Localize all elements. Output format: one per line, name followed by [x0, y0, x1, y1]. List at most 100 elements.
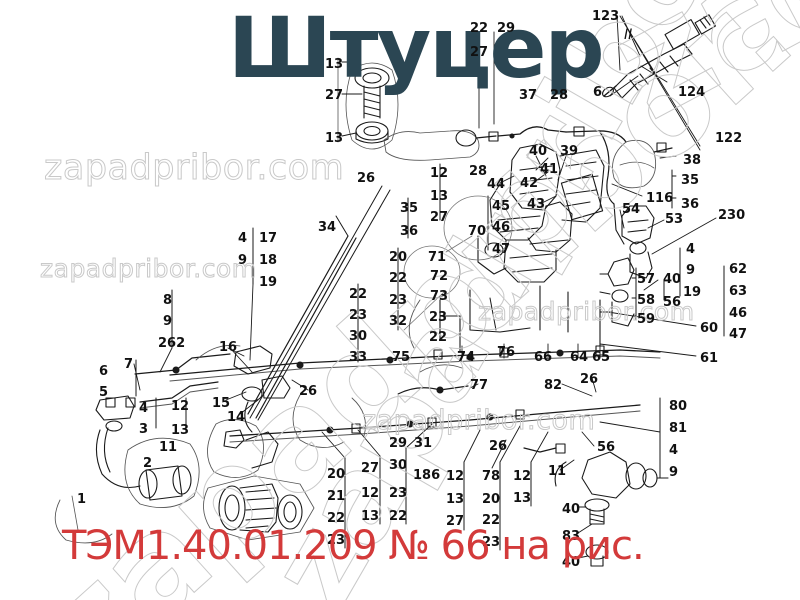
callout-number: 17: [259, 231, 278, 246]
callout-number: 45: [492, 199, 511, 214]
callout-number: 4: [669, 443, 679, 458]
callout-number: 31: [414, 436, 433, 451]
callout-number: 20: [389, 250, 408, 265]
callout-number: 18: [259, 253, 278, 268]
callout-number: 12: [513, 469, 532, 484]
callout-number: 9: [163, 314, 173, 329]
callout-number: 30: [389, 458, 408, 473]
callout-number: 5: [99, 385, 109, 400]
callout-number: 83: [562, 529, 581, 544]
callout-number: 27: [430, 210, 449, 225]
callout-number: 22: [470, 21, 489, 36]
callout-number: 14: [227, 410, 246, 425]
callout-number: 29: [497, 21, 516, 36]
callout-number: 116: [646, 191, 674, 206]
callout-number: 63: [729, 284, 748, 299]
callout-number: 22: [389, 271, 408, 286]
callout-number: 35: [400, 201, 419, 216]
callout-number: 38: [683, 153, 702, 168]
callout-number: 39: [560, 144, 579, 159]
callout-number: 7: [124, 357, 134, 372]
callout-number: 46: [492, 220, 511, 235]
callout-number: 13: [361, 509, 380, 524]
callout-number: 76: [497, 345, 516, 360]
callout-number: 123: [592, 9, 620, 24]
callout-number: 72: [430, 269, 449, 284]
callout-number: 71: [428, 250, 447, 265]
callout-number: 1: [77, 492, 87, 507]
callout-number: 78: [482, 469, 501, 484]
callout-number: 13: [325, 57, 344, 72]
callout-number: 4: [139, 401, 149, 416]
callout-number: 37: [519, 88, 538, 103]
callout-number: 70: [468, 224, 487, 239]
callout-number: 13: [171, 423, 190, 438]
callout-number: 8: [163, 293, 173, 308]
callout-number: 47: [492, 242, 511, 257]
callout-number: 66: [534, 350, 553, 365]
callout-number: 19: [259, 275, 278, 290]
callout-number: 56: [597, 440, 616, 455]
callout-number: 22: [482, 513, 501, 528]
callout-number: 9: [686, 263, 696, 278]
callout-number: 80: [669, 399, 688, 414]
page-title: Штуцер: [228, 0, 605, 97]
callout-number: 56: [663, 295, 682, 310]
callout-number: 61: [700, 351, 719, 366]
callout-number: 20: [327, 467, 346, 482]
callout-number: 75: [392, 350, 411, 365]
callout-number: 15: [212, 396, 231, 411]
callout-number: 9: [669, 465, 679, 480]
callout-number: 53: [665, 212, 684, 227]
callout-number: 22: [389, 509, 408, 524]
callout-number: 13: [446, 492, 465, 507]
callout-number: 20: [482, 492, 501, 507]
callout-number: 74: [457, 350, 476, 365]
callout-number: 26: [489, 439, 508, 454]
callout-number: 60: [700, 321, 719, 336]
callout-number: 23: [389, 486, 408, 501]
callout-number: 9: [238, 253, 248, 268]
callout-number: 27: [470, 45, 489, 60]
callout-number: 59: [637, 312, 656, 327]
callout-number: 35: [681, 173, 700, 188]
callout-number: 21: [327, 489, 346, 504]
callout-number: 11: [159, 440, 178, 455]
callout-number: 13: [430, 189, 449, 204]
detail-mark-ii: II: [624, 27, 633, 43]
callout-number: 81: [669, 421, 688, 436]
callout-number: 12: [361, 486, 380, 501]
callout-number: 44: [487, 177, 506, 192]
callout-number: 30: [349, 329, 368, 344]
callout-number: 230: [718, 208, 746, 223]
callout-number: 23: [389, 293, 408, 308]
callout-number: 19: [683, 285, 702, 300]
callout-number: 22: [349, 287, 368, 302]
callout-number: 124: [678, 85, 706, 100]
callout-number: 27: [361, 461, 380, 476]
callout-number: 6: [99, 364, 109, 379]
callout-number: 58: [637, 293, 656, 308]
callout-number: 2: [143, 456, 153, 471]
callout-number: 36: [400, 224, 419, 239]
callout-number: 28: [469, 164, 488, 179]
callout-number: 33: [349, 350, 368, 365]
callout-number: 77: [470, 378, 489, 393]
callout-number: 26: [357, 171, 376, 186]
callout-number: 47: [729, 327, 748, 342]
callout-number: 27: [325, 88, 344, 103]
callout-number: 34: [318, 220, 337, 235]
callout-number: 82: [544, 378, 563, 393]
callout-number: 262: [158, 336, 186, 351]
callout-number: 54: [622, 202, 641, 217]
callout-number: 40: [663, 272, 682, 287]
drawing-caption: ТЭМ1.40.01.209 № 66 на рис.: [62, 523, 645, 569]
callout-number: 122: [715, 131, 743, 146]
callout-number: 32: [389, 314, 408, 329]
callout-number: 12: [171, 399, 190, 414]
callout-number: 41: [540, 162, 559, 177]
callout-number: 57: [637, 272, 656, 287]
callout-number: 11: [548, 464, 567, 479]
callout-number: 64: [570, 350, 589, 365]
